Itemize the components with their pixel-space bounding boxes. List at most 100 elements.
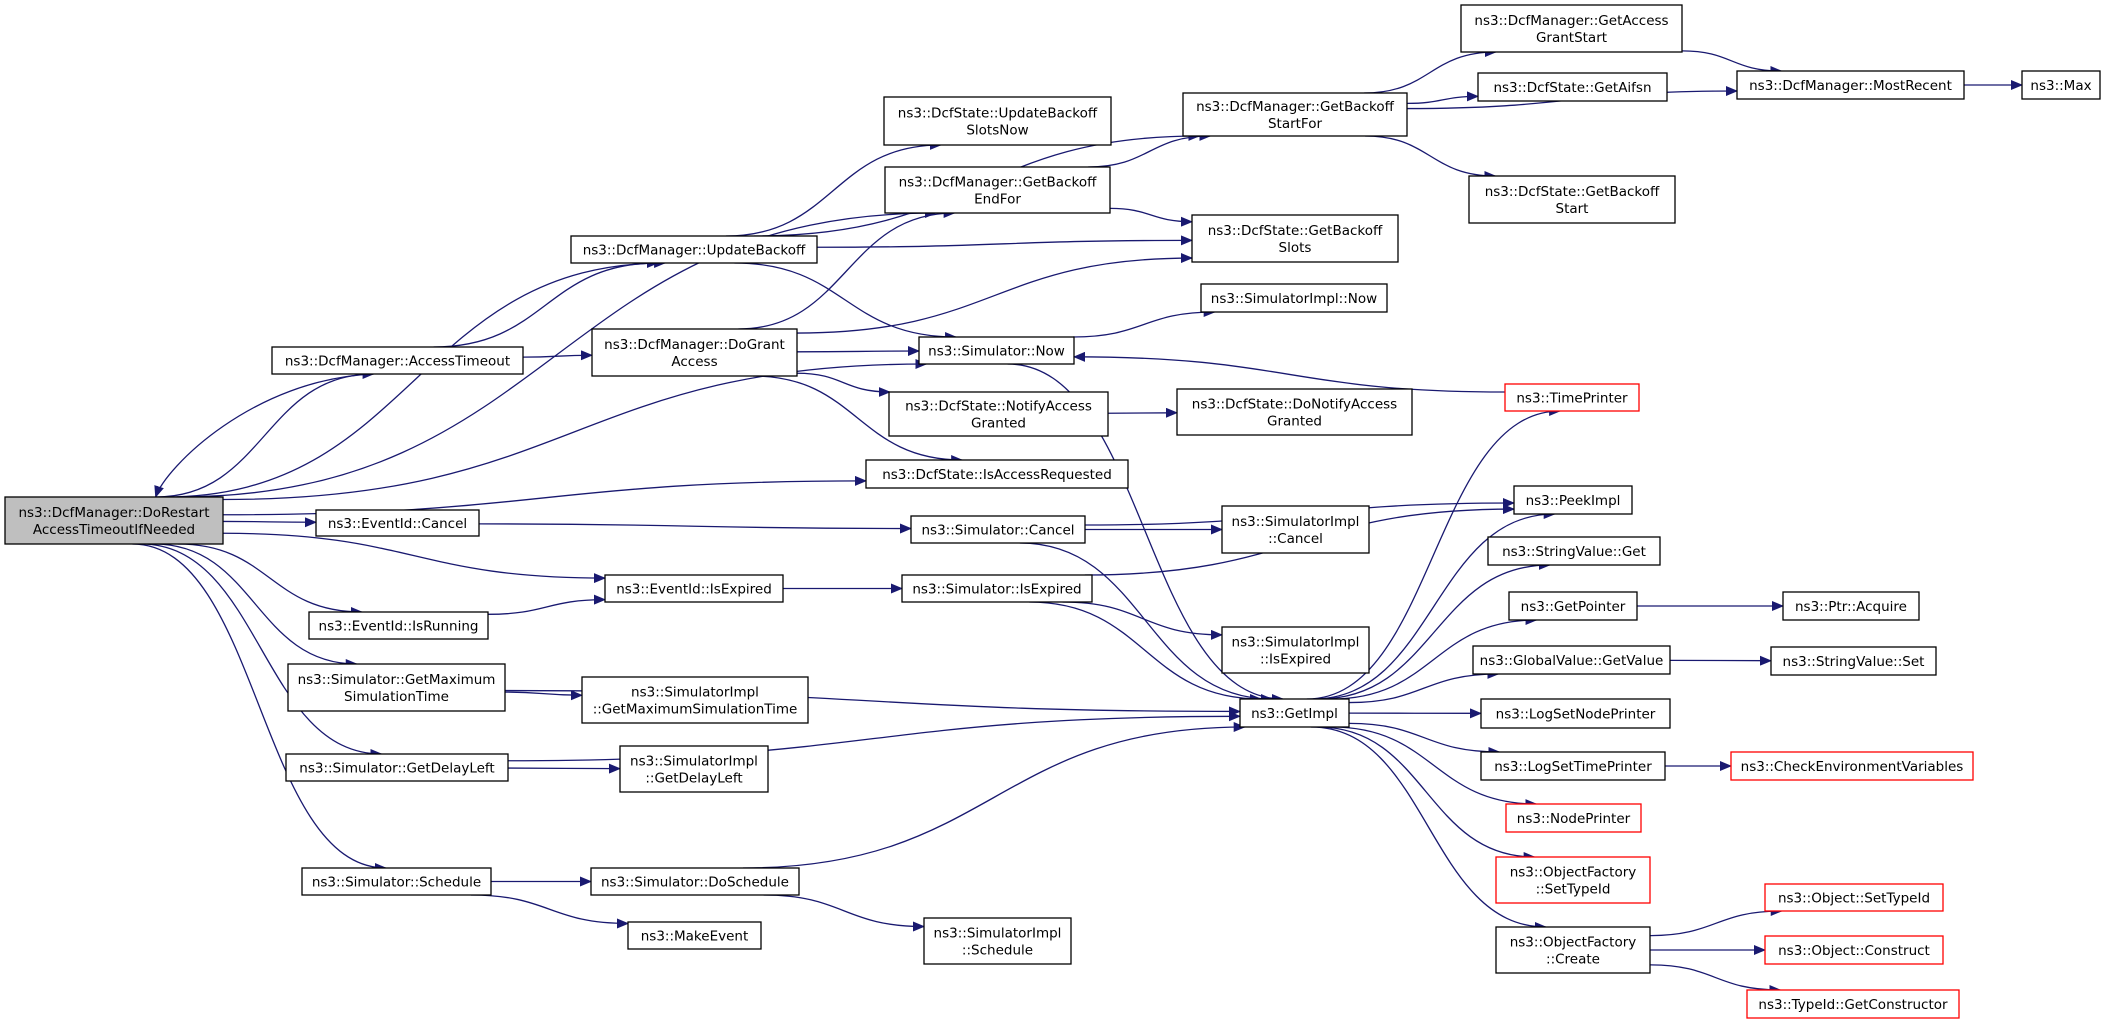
node-box [1480, 751, 1666, 781]
node-box [1239, 698, 1350, 728]
node-box [287, 663, 506, 712]
node-checkEnvVars[interactable]: ns3::CheckEnvironmentVariables [1730, 751, 1974, 781]
node-eventIsRunning[interactable]: ns3::EventId::IsRunning [308, 611, 489, 640]
node-label: ns3::ObjectFactory [1510, 865, 1637, 881]
node-box [1472, 645, 1671, 675]
node-label: ns3::TimePrinter [1516, 391, 1628, 407]
node-box [1764, 883, 1944, 912]
edge-simDoSchedule-to-getImpl [743, 722, 1246, 869]
node-simSchedule[interactable]: ns3::Simulator::Schedule [301, 867, 492, 896]
edge-simIsExpired-to-simImplIsExpired [1062, 601, 1223, 640]
edge-getImpl-to-getPointer [1330, 615, 1538, 700]
node-label: ns3::MakeEvent [641, 929, 749, 945]
edge-getImpl-to-timePrinter [1306, 406, 1562, 700]
node-box [888, 391, 1109, 437]
node-getPointer[interactable]: ns3::GetPointer [1508, 591, 1638, 621]
node-getAifsn[interactable]: ns3::DcfState::GetAifsn [1477, 72, 1668, 102]
node-simImplGetMaxTime[interactable]: ns3::SimulatorImpl::GetMaximumSimulation… [581, 676, 809, 724]
node-simGetDelayLeft[interactable]: ns3::Simulator::GetDelayLeft [285, 753, 509, 782]
node-label: ns3::DcfManager::AccessTimeout [285, 354, 510, 370]
node-eventIsExpired[interactable]: ns3::EventId::IsExpired [604, 574, 784, 603]
node-box [1782, 591, 1920, 621]
node-box [285, 753, 509, 782]
edge-doGrantAccess-to-getBackoffEndFor [738, 208, 956, 330]
node-simDoSchedule[interactable]: ns3::Simulator::DoSchedule [590, 867, 800, 896]
node-isAccessRequested[interactable]: ns3::DcfState::IsAccessRequested [865, 459, 1129, 489]
edge-objFactoryCreate-to-typeIdGetConstructor [1649, 964, 1782, 995]
node-simGetMaxTime[interactable]: ns3::Simulator::GetMaximumSimulationTime [287, 663, 506, 712]
node-label: ns3::GlobalValue::GetValue [1480, 653, 1664, 669]
node-label: ns3::DcfState::GetBackoff [1485, 184, 1660, 200]
node-box [627, 921, 762, 950]
node-box [1508, 591, 1638, 621]
node-label: ns3::GetImpl [1251, 706, 1338, 722]
node-label: Start [1556, 201, 1589, 217]
node-box [1191, 214, 1399, 263]
node-ptrAcquire[interactable]: ns3::Ptr::Acquire [1782, 591, 1920, 621]
node-simImplNow[interactable]: ns3::SimulatorImpl::Now [1200, 283, 1388, 313]
node-simIsExpired[interactable]: ns3::Simulator::IsExpired [901, 574, 1093, 603]
node-box [1176, 388, 1413, 436]
node-simImplGetDelayLeft[interactable]: ns3::SimulatorImpl::GetDelayLeft [619, 745, 769, 793]
node-globalGetValue[interactable]: ns3::GlobalValue::GetValue [1472, 645, 1671, 675]
node-stringValueSet[interactable]: ns3::StringValue::Set [1770, 646, 1937, 676]
node-logSetTimePrinter[interactable]: ns3::LogSetTimePrinter [1480, 751, 1666, 781]
edge-root-to-accessTimeout [155, 369, 375, 498]
node-label: ns3::EventId::IsExpired [616, 582, 772, 598]
edge-root-to-simGetDelayLeft [140, 543, 383, 759]
node-box [1736, 70, 1965, 100]
edge-timePrinter-to-simNow [1073, 351, 1506, 393]
node-box [1504, 383, 1640, 412]
node-label: ns3::DcfState::NotifyAccess [905, 399, 1092, 415]
node-box [591, 328, 798, 377]
node-box [1221, 626, 1370, 674]
node-makeEvent[interactable]: ns3::MakeEvent [627, 921, 762, 950]
node-logSetNodePrinter[interactable]: ns3::LogSetNodePrinter [1480, 698, 1671, 729]
edge-root-to-updateBackoff [164, 258, 667, 498]
node-label: ns3::LogSetNodePrinter [1496, 707, 1656, 723]
node-simImplSchedule[interactable]: ns3::SimulatorImpl::Schedule [923, 917, 1072, 965]
node-box [910, 515, 1086, 544]
node-typeIdGetConstructor[interactable]: ns3::TypeId::GetConstructor [1746, 989, 1960, 1019]
node-nodePrinter[interactable]: ns3::NodePrinter [1505, 803, 1642, 833]
node-objectSetTypeId[interactable]: ns3::Object::SetTypeId [1764, 883, 1944, 912]
node-updateBackoff[interactable]: ns3::DcfManager::UpdateBackoff [570, 235, 818, 264]
node-simImplIsExpired[interactable]: ns3::SimulatorImpl::IsExpired [1221, 626, 1370, 674]
node-box [1480, 698, 1671, 729]
edge-getImpl-to-globalGetValue [1348, 669, 1500, 704]
edge-root-to-eventCancel [222, 517, 317, 528]
node-max[interactable]: ns3::Max [2021, 70, 2101, 100]
node-simImplCancel[interactable]: ns3::SimulatorImpl::Cancel [1221, 505, 1370, 554]
node-label: ::Schedule [962, 943, 1033, 959]
node-peekImpl[interactable]: ns3::PeekImpl [1513, 485, 1633, 515]
node-objFactoryCreate[interactable]: ns3::ObjectFactory::Create [1495, 926, 1651, 974]
node-eventCancel[interactable]: ns3::EventId::Cancel [315, 509, 480, 537]
node-objFactorySetTypeId[interactable]: ns3::ObjectFactory::SetTypeId [1495, 856, 1651, 904]
node-root[interactable]: ns3::DcfManager::DoRestartAccessTimeoutI… [4, 496, 224, 545]
node-box [1200, 283, 1388, 313]
node-box [1495, 926, 1651, 974]
node-box [918, 336, 1075, 365]
node-label: ::GetDelayLeft [645, 771, 742, 787]
node-simNow[interactable]: ns3::Simulator::Now [918, 336, 1075, 365]
node-mostRecent[interactable]: ns3::DcfManager::MostRecent [1736, 70, 1965, 100]
node-simCancel[interactable]: ns3::Simulator::Cancel [910, 515, 1086, 544]
node-getImpl[interactable]: ns3::GetImpl [1239, 698, 1350, 728]
node-stringValueGet[interactable]: ns3::StringValue::Get [1487, 536, 1661, 566]
node-box [884, 166, 1111, 214]
node-box [4, 496, 224, 545]
node-timePrinter[interactable]: ns3::TimePrinter [1504, 383, 1640, 412]
node-objectConstruct[interactable]: ns3::Object::Construct [1764, 935, 1944, 965]
edge-getImpl-to-peekImpl [1312, 509, 1556, 700]
node-accessTimeout[interactable]: ns3::DcfManager::AccessTimeout [271, 346, 524, 375]
